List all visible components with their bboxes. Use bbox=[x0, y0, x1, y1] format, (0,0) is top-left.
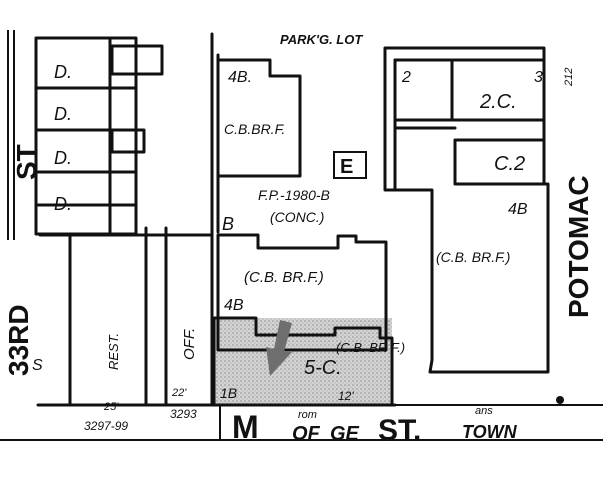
main-building bbox=[216, 53, 302, 234]
d-label-3: D. bbox=[54, 148, 72, 168]
lot-22-label: 22' bbox=[171, 387, 187, 399]
e-mark-box bbox=[333, 151, 367, 179]
c-2-label: C.2 bbox=[494, 153, 525, 175]
corner-dot bbox=[556, 396, 564, 404]
rest-label: REST. bbox=[106, 333, 121, 370]
lot-25-label: 25' bbox=[103, 401, 119, 413]
m-street-of: OF bbox=[292, 423, 321, 445]
fp-label: F.P.-1980-B bbox=[258, 187, 330, 203]
b-mark-label: B bbox=[222, 214, 234, 234]
location-arrow-icon bbox=[266, 320, 292, 376]
m-street-town: TOWN bbox=[462, 422, 518, 442]
off-label: OFF. bbox=[181, 328, 198, 360]
lot-3297-label: 3297-99 bbox=[84, 419, 128, 433]
num-2-label: 2 bbox=[401, 69, 411, 86]
lower-building bbox=[216, 233, 388, 352]
shaded-12-label: 12' bbox=[338, 389, 354, 403]
m-street-ans: ans bbox=[475, 405, 493, 417]
shaded-cbbrf-label: (C.B. BR F.) bbox=[336, 340, 405, 355]
m-street-st: ST. bbox=[378, 414, 421, 447]
m-street-from: rom bbox=[298, 409, 317, 421]
right-cbbrf-label: (C.B. BR.F.) bbox=[436, 249, 510, 265]
st-left-label: ST bbox=[11, 144, 42, 180]
potomac-number-label: 212 bbox=[563, 68, 575, 87]
main-cbbrf-label: C.B.BR.F. bbox=[224, 121, 285, 137]
conc-label: (CONC.) bbox=[270, 209, 324, 225]
s-left-label: S bbox=[32, 357, 43, 374]
shaded-building bbox=[212, 316, 394, 407]
e-mark-label: E bbox=[340, 156, 353, 178]
lot-3293-label: 3293 bbox=[170, 407, 197, 421]
right-4b-label: 4B bbox=[508, 201, 528, 218]
parking-lot-label: PARK'G. LOT bbox=[280, 32, 363, 47]
main-4b-label: 4B. bbox=[228, 69, 252, 86]
shaded-1b-label: 1B bbox=[220, 385, 237, 401]
d-label-4: D. bbox=[54, 194, 72, 214]
left-street-edge bbox=[7, 30, 15, 240]
d-label-2: D. bbox=[54, 104, 72, 124]
m-street-band bbox=[0, 404, 603, 441]
two-c-label: 2.C. bbox=[479, 91, 517, 113]
third-street-label: 33RD bbox=[3, 304, 34, 376]
num-3-label: 3 bbox=[534, 69, 543, 86]
shaded-5c-label: 5-C. bbox=[304, 357, 342, 379]
right-building bbox=[383, 46, 550, 374]
m-street-letter: M bbox=[232, 409, 259, 445]
potomac-street-label: POTOMAC bbox=[563, 175, 594, 318]
shaded-4b-label: 4B bbox=[224, 297, 244, 314]
m-street-ge: GE bbox=[330, 423, 360, 445]
lower-cbbrf-label: (C.B. BR.F.) bbox=[244, 269, 324, 286]
shaded-lot bbox=[214, 318, 392, 404]
d-label-1: D. bbox=[54, 62, 72, 82]
